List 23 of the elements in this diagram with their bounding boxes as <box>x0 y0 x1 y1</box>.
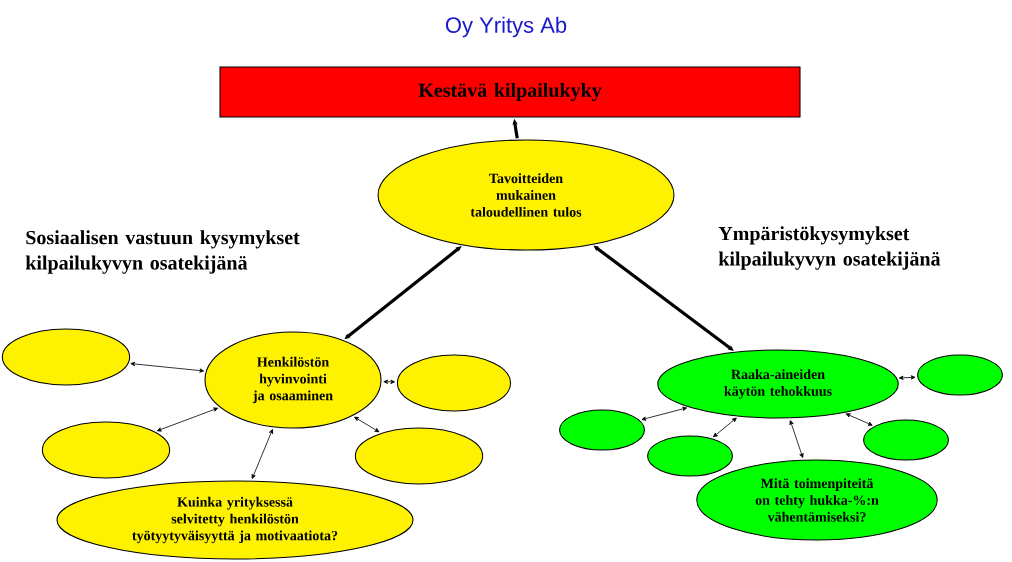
arrow <box>845 413 873 426</box>
arrow <box>354 416 380 433</box>
empty-ellipse <box>863 419 949 461</box>
arrow <box>789 420 804 458</box>
section-heading: Ympäristökysymykset kilpailukyvyn osatekijänä <box>718 226 941 270</box>
arrow <box>713 417 737 438</box>
arrow <box>641 406 688 421</box>
arrow <box>251 429 274 479</box>
arrow <box>593 245 734 351</box>
arrow <box>130 361 205 373</box>
empty-ellipse <box>647 435 733 477</box>
heading: Oy Yritys Ab <box>445 16 567 38</box>
arrow <box>383 379 396 384</box>
empty-ellipse <box>354 427 484 485</box>
arrow <box>898 375 916 380</box>
arrow <box>156 407 219 432</box>
title-bar: Kestävä kilpailukyky <box>219 66 801 118</box>
empty-ellipse <box>559 409 645 451</box>
empty-ellipse <box>41 421 171 479</box>
empty-ellipse <box>917 354 1003 396</box>
empty-ellipse <box>396 354 512 412</box>
empty-ellipse <box>1 328 131 386</box>
section-heading: Sosiaalisen vastuun kysymykset kilpailukyvyn osatekijänä <box>25 230 300 274</box>
